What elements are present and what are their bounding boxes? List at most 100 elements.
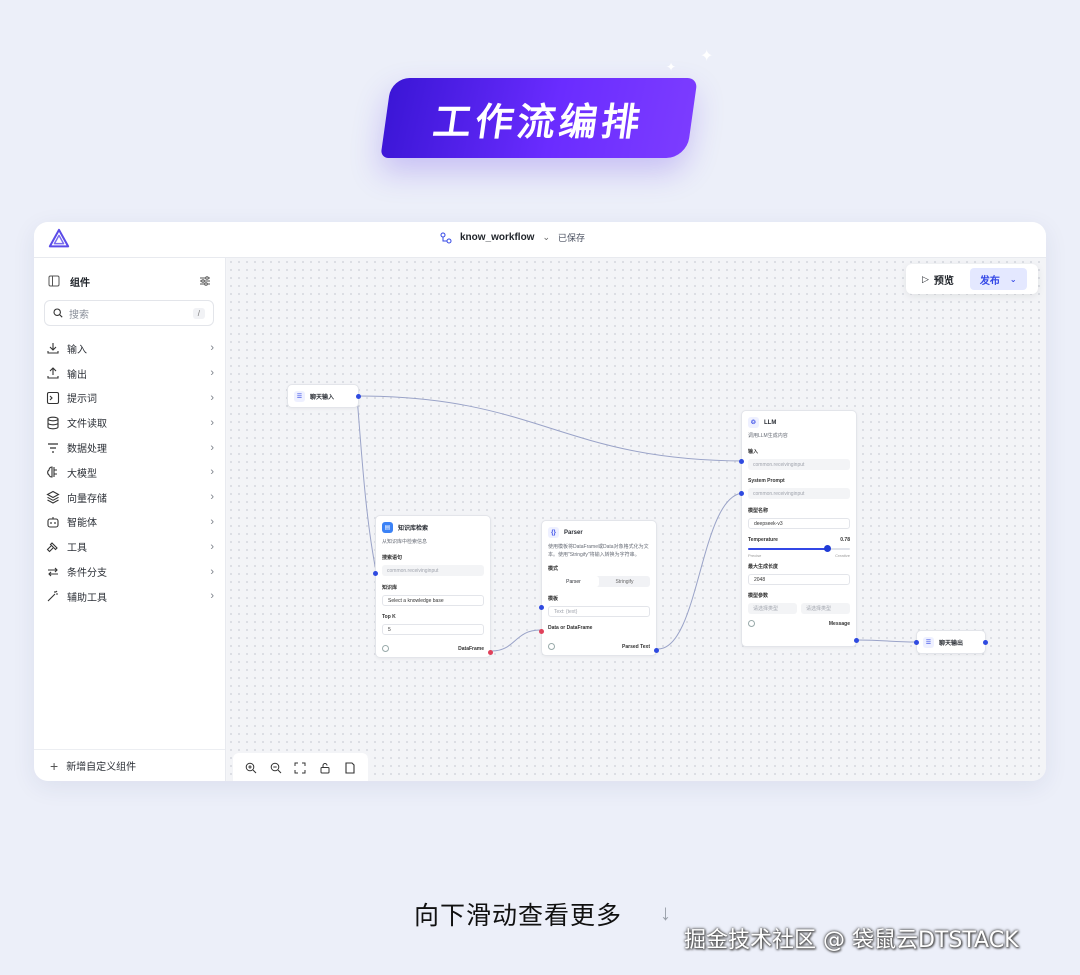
workflow-name[interactable]: know_workflow xyxy=(460,232,535,243)
canvas-zoom-toolbar xyxy=(233,753,368,781)
note-icon[interactable] xyxy=(344,762,356,774)
sidebar-item-input[interactable]: 输入 › xyxy=(46,336,214,361)
search-input[interactable]: 搜索 / xyxy=(44,300,214,326)
bot-icon xyxy=(47,516,59,528)
chevron-right-icon: › xyxy=(210,565,214,578)
workflow-canvas[interactable] xyxy=(227,258,1046,781)
node-chat-output[interactable]: ☰ 聊天输出 xyxy=(914,630,988,654)
layers-icon xyxy=(46,491,60,504)
sidebar-item-tools[interactable]: 工具 › xyxy=(46,534,214,559)
sidebar-item-label: 大模型 xyxy=(67,468,97,480)
node-llm[interactable]: ❂ LLM 调用LLM生成内容 输入 common.receivinginput… xyxy=(739,410,859,647)
sidebar-item-data-processing[interactable]: 数据处理 › xyxy=(46,435,214,460)
chevron-right-icon: › xyxy=(210,441,214,454)
output-label: DataFrame xyxy=(458,645,484,652)
chevron-right-icon: › xyxy=(210,466,214,479)
template-input[interactable]: Text: {text} xyxy=(548,606,650,617)
output-port[interactable] xyxy=(654,648,659,653)
chevron-down-icon[interactable]: ⌄ xyxy=(542,232,550,242)
top-k-input[interactable]: 5 xyxy=(382,624,484,635)
slider-handle[interactable] xyxy=(824,545,832,552)
input-port[interactable] xyxy=(539,605,544,610)
node-title: 聊天输出 xyxy=(939,641,964,647)
brain-icon xyxy=(47,466,57,478)
unlock-icon[interactable] xyxy=(319,762,331,774)
mode-option-stringify[interactable]: Stringify xyxy=(615,578,634,585)
sidebar-item-agent[interactable]: 智能体 › xyxy=(46,510,214,535)
settings-sliders-icon[interactable] xyxy=(199,275,211,287)
sidebar-item-label: 输出 xyxy=(67,369,87,381)
field-label: 模型参数 xyxy=(748,593,769,599)
sidebar-item-label: 工具 xyxy=(67,543,87,555)
chevron-down-icon: ⌄ xyxy=(1009,274,1017,284)
workflow-icon xyxy=(440,232,452,243)
eye-icon[interactable] xyxy=(748,620,755,627)
app-logo-icon[interactable] xyxy=(48,228,70,250)
input-port[interactable] xyxy=(739,459,744,464)
sidebar-item-vector-store[interactable]: 向量存储 › xyxy=(46,485,214,510)
input-port[interactable] xyxy=(739,491,744,496)
query-field[interactable]: common.receivinginput xyxy=(382,565,484,576)
chat-icon: ☰ xyxy=(294,391,305,402)
brain-icon: ❂ xyxy=(748,417,759,428)
sidebar-item-prompt[interactable]: 提示词 › xyxy=(46,386,214,411)
model-select[interactable]: deepseek-v3 xyxy=(748,518,850,529)
temperature-slider[interactable] xyxy=(748,545,850,553)
zoom-in-icon[interactable] xyxy=(245,762,257,774)
sidebar-title: 组件 xyxy=(70,277,90,289)
input-port[interactable] xyxy=(539,629,544,634)
preview-button[interactable]: ▷ 预览 xyxy=(912,272,964,287)
sidebar-item-label: 智能体 xyxy=(67,518,97,530)
play-icon: ▷ xyxy=(922,273,929,284)
input-port[interactable] xyxy=(914,640,919,645)
node-knowledge-retrieval[interactable]: ▤ 知识库检索 从知识库中检索信息 搜索语句 common.receivingi… xyxy=(373,515,493,658)
llm-input-field[interactable]: common.receivinginput xyxy=(748,459,850,470)
sidebar-item-label: 向量存储 xyxy=(67,493,107,505)
chevron-right-icon: › xyxy=(210,515,214,528)
eye-icon[interactable] xyxy=(548,643,555,650)
sidebar-item-output[interactable]: 输出 › xyxy=(46,361,214,386)
mode-toggle[interactable]: Parser Stringify xyxy=(548,576,650,587)
publish-button[interactable]: 发布 ⌄ xyxy=(969,268,1027,290)
sidebar-item-condition[interactable]: 条件分支 › xyxy=(46,559,214,584)
sidebar-item-file-read[interactable]: 文件读取 › xyxy=(46,410,214,435)
system-prompt-field[interactable]: common.receivinginput xyxy=(748,488,850,499)
add-custom-component-button[interactable]: + 新增自定义组件 xyxy=(34,749,225,781)
sidebar-item-llm[interactable]: 大模型 › xyxy=(46,460,214,485)
input-port[interactable] xyxy=(373,571,378,576)
zoom-out-icon[interactable] xyxy=(270,762,282,774)
search-placeholder: 搜索 xyxy=(69,309,89,321)
sidebar-toggle-icon[interactable] xyxy=(48,275,60,287)
scroll-hint: 向下滑动查看更多 xyxy=(414,901,623,930)
mode-option-parser[interactable]: Parser xyxy=(548,576,599,587)
node-chat-input[interactable]: ☰ 聊天输入 xyxy=(287,384,361,408)
field-label: 输入 xyxy=(748,449,759,455)
slider-min-label: Precise xyxy=(748,553,762,558)
fit-view-icon[interactable] xyxy=(294,762,306,774)
top-bar: know_workflow ⌄ 已保存 xyxy=(34,222,1046,258)
field-label: 模型名称 xyxy=(748,508,769,514)
node-parser[interactable]: {} Parser 使用模板将DataFrame或Data对象格式化为文本。使用… xyxy=(539,520,659,656)
param-value-select[interactable]: 请选择类型 xyxy=(801,603,850,614)
field-label: 最大生成长度 xyxy=(748,564,779,570)
output-port[interactable] xyxy=(356,394,361,399)
sidebar-item-label: 条件分支 xyxy=(67,568,107,580)
max-length-input[interactable]: 2048 xyxy=(748,574,850,585)
search-icon xyxy=(53,308,63,318)
sidebar-item-label: 辅助工具 xyxy=(67,592,107,604)
field-label: 搜索语句 xyxy=(382,555,403,561)
eye-icon[interactable] xyxy=(382,645,389,652)
node-desc: 调用LLM生成内容 xyxy=(748,433,788,439)
output-port[interactable] xyxy=(854,638,859,643)
param-key-select[interactable]: 请选择类型 xyxy=(748,603,797,614)
output-port[interactable] xyxy=(488,650,493,655)
chevron-right-icon: › xyxy=(210,590,214,603)
output-label: Message xyxy=(828,620,850,627)
sidebar-item-helpers[interactable]: 辅助工具 › xyxy=(46,584,214,609)
swap-icon xyxy=(48,567,58,576)
node-title: Parser xyxy=(564,529,583,536)
knowledge-base-select[interactable]: Select a knowledge base xyxy=(382,595,484,606)
output-port[interactable] xyxy=(983,640,988,645)
workflow-title-bar: know_workflow ⌄ 已保存 xyxy=(440,231,585,244)
chevron-right-icon: › xyxy=(210,391,214,404)
